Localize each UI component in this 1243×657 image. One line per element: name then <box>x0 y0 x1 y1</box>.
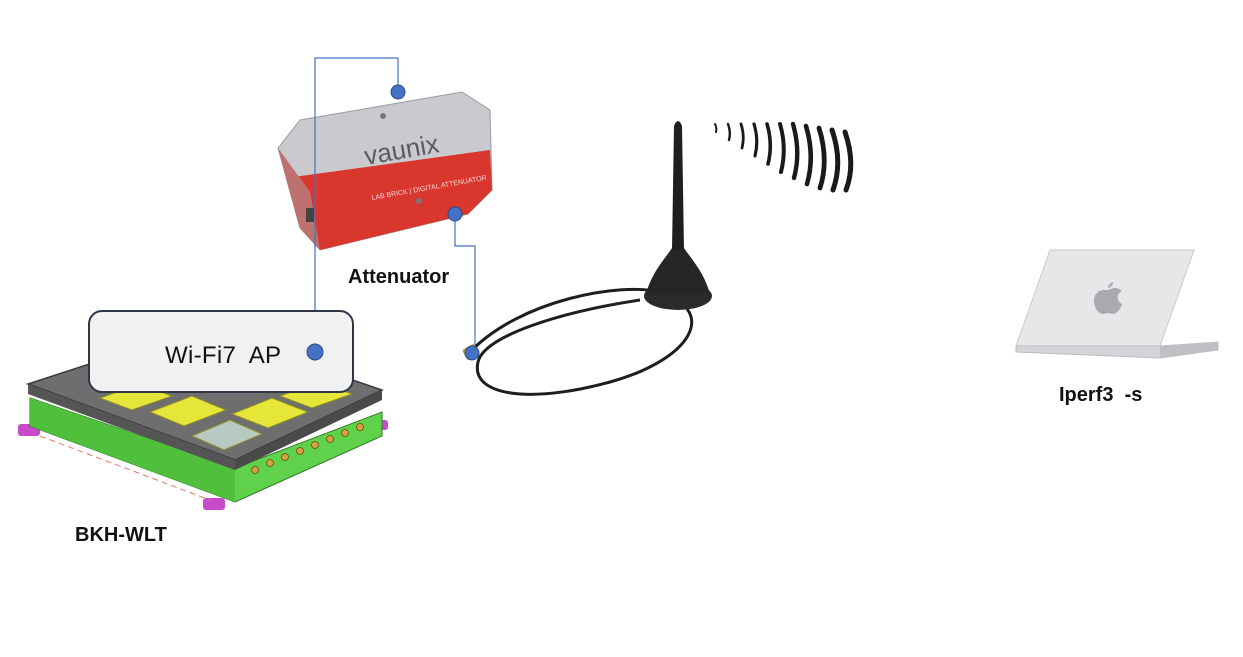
ap-to-attenuator-line <box>314 57 399 352</box>
ap-label: Wi-Fi7 AP <box>165 342 282 369</box>
radio-waves-icon <box>714 121 854 193</box>
attenuator-to-antenna-line <box>454 214 476 352</box>
client-label: Iperf3 -s <box>1059 384 1143 406</box>
chamber-label: BKH-WLT <box>75 524 167 546</box>
antenna-icon <box>462 121 712 396</box>
wifi7-ap-box: Wi-Fi7 AP <box>88 310 354 393</box>
attenuator-label: Attenuator <box>348 266 450 288</box>
rf-link-lines <box>314 57 476 352</box>
mounting-tab <box>203 498 225 510</box>
apple-logo-icon <box>1094 282 1122 314</box>
attenuator-device: vaunix LAB BRICK | DIGITAL ATTENUATOR <box>277 91 493 251</box>
laptop-icon <box>1015 249 1219 359</box>
usb-port <box>306 208 314 222</box>
